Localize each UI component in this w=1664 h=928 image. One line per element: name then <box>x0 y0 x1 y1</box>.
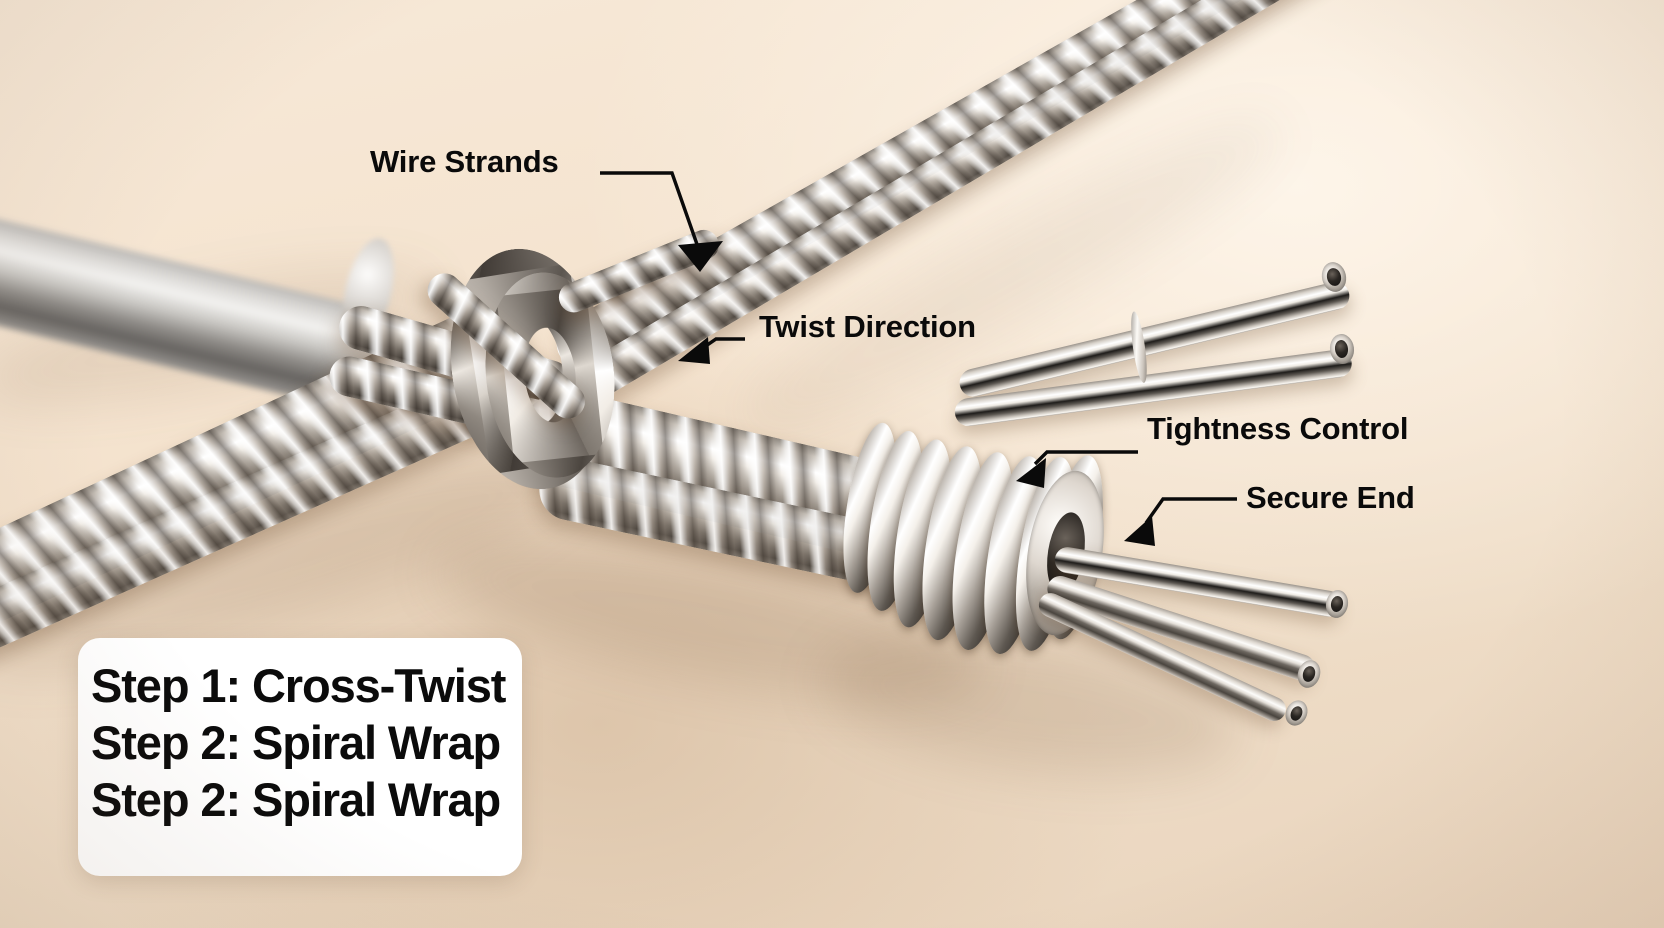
arrowhead <box>678 241 723 272</box>
leader-line <box>1144 497 1237 524</box>
step-card: Step 1: Cross-Twist Step 2: Spiral Wrap … <box>78 638 522 876</box>
step-card-line: Step 2: Spiral Wrap <box>91 772 501 827</box>
leader-wire-strands <box>600 171 723 272</box>
arrowhead <box>1124 516 1155 546</box>
label-tightness-control: Tightness Control <box>1147 413 1408 444</box>
leader-twist-direction <box>678 337 745 364</box>
leader-secure-end <box>1124 497 1237 546</box>
step-card-line: Step 2: Spiral Wrap <box>91 715 501 770</box>
leader-line <box>600 171 701 251</box>
arrowhead <box>678 337 710 364</box>
arrowhead <box>1016 458 1046 488</box>
leader-tightness-control <box>1016 450 1138 488</box>
label-twist-direction: Twist Direction <box>759 311 976 342</box>
label-wire-strands: Wire Strands <box>370 146 559 177</box>
step-card-line: Step 1: Cross-Twist <box>91 658 506 713</box>
leader-line <box>1033 450 1138 466</box>
label-secure-end: Secure End <box>1246 482 1415 513</box>
